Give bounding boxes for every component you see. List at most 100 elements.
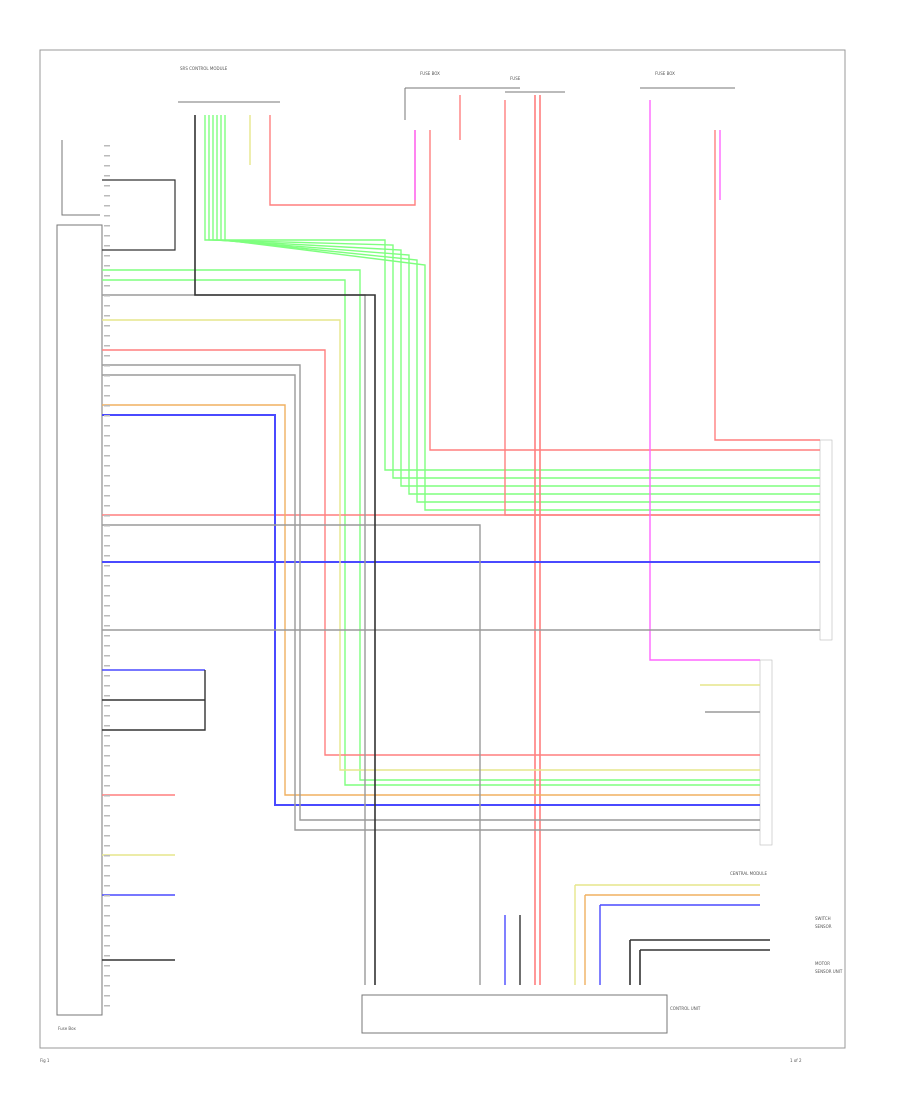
pin-tick — [104, 175, 110, 177]
pin-tick — [104, 165, 110, 167]
blue-wire — [599, 904, 760, 985]
pin-tick — [104, 265, 110, 267]
pin-tick — [104, 615, 110, 617]
pin-tick — [104, 985, 110, 987]
diagram-frame — [39, 49, 846, 1049]
pin-tick — [104, 205, 110, 207]
right-label-4: SENSOR UNIT — [815, 969, 843, 974]
pin-tick — [104, 295, 110, 297]
pin-tick — [104, 1005, 110, 1007]
red-wire — [102, 349, 760, 756]
pin-tick — [104, 215, 110, 217]
pin-tick — [104, 725, 110, 727]
pin-tick — [104, 905, 110, 907]
green-wire — [224, 115, 820, 511]
pin-tick — [104, 305, 110, 307]
pin-tick — [104, 315, 110, 317]
top-right-label-1: FUSE BOX — [655, 71, 675, 76]
pin-tick — [104, 435, 110, 437]
pin-tick — [104, 925, 110, 927]
pin-tick — [104, 505, 110, 507]
yellow-wire — [574, 884, 760, 985]
left-module-box — [56, 224, 103, 1016]
pin-tick — [104, 355, 110, 357]
black-wire — [102, 670, 206, 731]
right-label-2: SENSOR — [815, 924, 832, 929]
pin-tick — [104, 755, 110, 757]
connector-pin-ticks — [104, 145, 110, 1007]
bottom-module-label: CONTROL UNIT — [670, 1006, 701, 1011]
red-wire — [504, 100, 820, 516]
pin-tick — [104, 385, 110, 387]
pin-tick — [104, 565, 110, 567]
blue-wire — [102, 414, 760, 806]
pin-tick — [104, 195, 110, 197]
pin-tick — [104, 695, 110, 697]
green-wire — [216, 115, 820, 495]
pin-tick — [104, 475, 110, 477]
footer-left-label: Fig 1 — [40, 1058, 50, 1063]
pin-tick — [104, 595, 110, 597]
pin-tick — [104, 275, 110, 277]
orange-wire — [584, 894, 760, 985]
green-wire — [102, 279, 760, 786]
yellow-wire — [102, 319, 760, 771]
pin-tick — [104, 685, 110, 687]
bottom-left-box-label: Fuse Box — [58, 1026, 77, 1031]
pin-tick — [104, 445, 110, 447]
pin-tick — [104, 945, 110, 947]
central-module-label: CENTRAL MODULE — [730, 871, 767, 876]
pin-tick — [104, 965, 110, 967]
top-connector-mid — [404, 87, 520, 120]
pin-tick — [104, 855, 110, 857]
left-module-bracket — [61, 140, 100, 216]
orange-wire — [102, 404, 760, 796]
pin-tick — [104, 555, 110, 557]
wires-group — [102, 95, 820, 985]
pin-tick — [104, 875, 110, 877]
pin-tick — [104, 765, 110, 767]
pin-tick — [104, 535, 110, 537]
pin-tick — [104, 415, 110, 417]
pin-tick — [104, 995, 110, 997]
gray-wire — [102, 524, 481, 985]
pin-tick — [104, 715, 110, 717]
pin-tick — [104, 245, 110, 247]
pin-tick — [104, 915, 110, 917]
pin-tick — [104, 975, 110, 977]
black-wire — [629, 939, 770, 985]
gray-wire — [102, 374, 760, 831]
pin-tick — [104, 815, 110, 817]
pin-tick — [104, 645, 110, 647]
green-wire — [204, 115, 820, 471]
pin-tick — [104, 545, 110, 547]
top-mid-label-1: FUSE BOX — [420, 71, 440, 76]
pin-tick — [104, 665, 110, 667]
pin-tick — [104, 935, 110, 937]
pin-tick — [104, 515, 110, 517]
pin-tick — [104, 405, 110, 407]
pin-tick — [104, 255, 110, 257]
right-connector-strip — [819, 439, 833, 641]
pin-tick — [104, 425, 110, 427]
pin-tick — [104, 865, 110, 867]
pin-tick — [104, 155, 110, 157]
pin-tick — [104, 395, 110, 397]
pin-tick — [104, 495, 110, 497]
pin-tick — [104, 895, 110, 897]
pin-tick — [104, 325, 110, 327]
green-wire — [212, 115, 820, 487]
pin-tick — [104, 185, 110, 187]
gray-wire — [102, 364, 760, 821]
pin-tick — [104, 465, 110, 467]
red-wire — [269, 115, 416, 206]
pin-tick — [104, 145, 110, 147]
figure-number-label: 1 of 2 — [790, 1058, 802, 1063]
pin-tick — [104, 335, 110, 337]
pink-wire — [649, 100, 760, 661]
pin-tick — [104, 835, 110, 837]
pin-tick — [104, 455, 110, 457]
pin-tick — [104, 885, 110, 887]
